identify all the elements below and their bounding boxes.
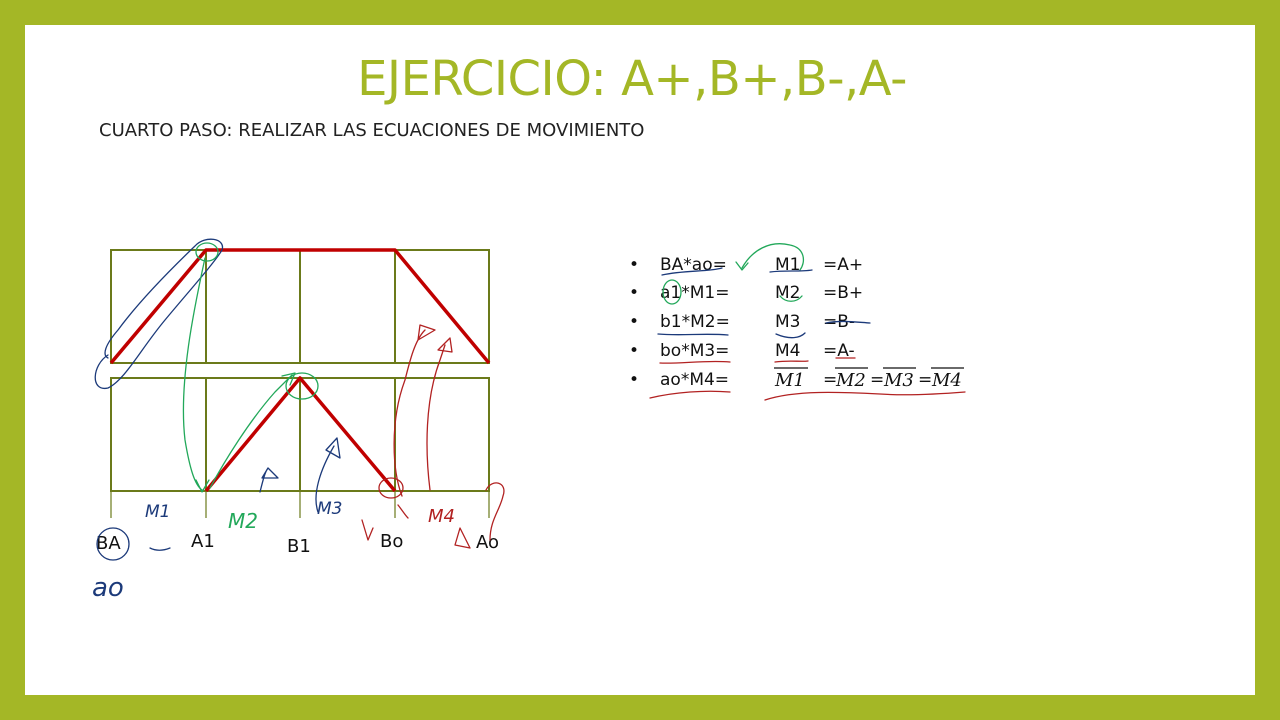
bullet: • bbox=[629, 255, 639, 275]
equation-list: • BA*ao= M1 =A+ • a1*M1= M2 =B+ • b1*M2=… bbox=[629, 255, 964, 391]
red-annotations bbox=[361, 324, 505, 549]
slide: EJERCICIO: A+,B+,B-,A- CUARTO PASO: REAL… bbox=[25, 25, 1255, 695]
label-ba: BA bbox=[96, 533, 121, 554]
handwritten-m3: M3 bbox=[317, 499, 342, 519]
slide-title: EJERCICIO: A+,B+,B-,A- bbox=[357, 51, 907, 107]
bullet: • bbox=[629, 370, 639, 390]
equation-left: BA*ao= bbox=[660, 255, 727, 275]
equation-green-marks bbox=[662, 243, 805, 305]
handwritten-m1: M1 bbox=[145, 502, 170, 522]
diagram-canvas: BA A1 B1 Bo Ao M1 M3 ao M2 bbox=[92, 238, 966, 603]
equation-right: =A- bbox=[823, 341, 855, 361]
equation-row: • b1*M2= M3 =B- bbox=[629, 312, 855, 332]
equals-sign: = bbox=[870, 370, 884, 390]
equation-negated-term: M4 bbox=[931, 370, 962, 391]
equation-left: ao*M4= bbox=[660, 370, 729, 390]
handwritten-ao: ao bbox=[92, 573, 124, 603]
equation-blue-marks bbox=[657, 267, 871, 339]
equation-middle: M3 bbox=[775, 312, 800, 332]
equals-sign: = bbox=[918, 370, 932, 390]
equation-left: bo*M3= bbox=[660, 341, 729, 361]
handwritten-m4: M4 bbox=[428, 506, 455, 527]
label-b1: B1 bbox=[287, 536, 311, 557]
handwritten-m2: M2 bbox=[228, 509, 258, 533]
bullet: • bbox=[629, 341, 639, 361]
label-bo: Bo bbox=[380, 531, 403, 552]
equation-negated-term: M2 bbox=[835, 370, 866, 391]
cylinder-b-motion-line bbox=[204, 376, 397, 493]
label-a1: A1 bbox=[191, 531, 215, 552]
equation-right: =B+ bbox=[823, 283, 863, 303]
bullet: • bbox=[629, 283, 639, 303]
label-ao: Ao bbox=[476, 532, 499, 553]
equation-negated-term: M3 bbox=[883, 370, 914, 391]
cylinder-a-motion-line bbox=[109, 248, 491, 365]
bullet: • bbox=[629, 312, 639, 332]
equation-middle: M4 bbox=[775, 341, 800, 361]
blue-annotations bbox=[94, 238, 341, 561]
equation-row: • bo*M3= M4 =A- bbox=[629, 341, 855, 361]
equation-row: • ao*M4= M1 = M2 = M3 = M4 bbox=[629, 370, 962, 391]
equation-middle-negated: M1 bbox=[774, 370, 805, 391]
equation-right: = bbox=[823, 370, 837, 390]
equation-right: =A+ bbox=[823, 255, 863, 275]
equation-middle: M1 bbox=[775, 255, 800, 275]
equation-red-marks bbox=[649, 357, 966, 401]
slide-subtitle: CUARTO PASO: REALIZAR LAS ECUACIONES DE … bbox=[99, 120, 645, 141]
equation-left: a1*M1= bbox=[660, 283, 729, 303]
green-annotations bbox=[182, 242, 319, 493]
equation-left: b1*M2= bbox=[660, 312, 730, 332]
